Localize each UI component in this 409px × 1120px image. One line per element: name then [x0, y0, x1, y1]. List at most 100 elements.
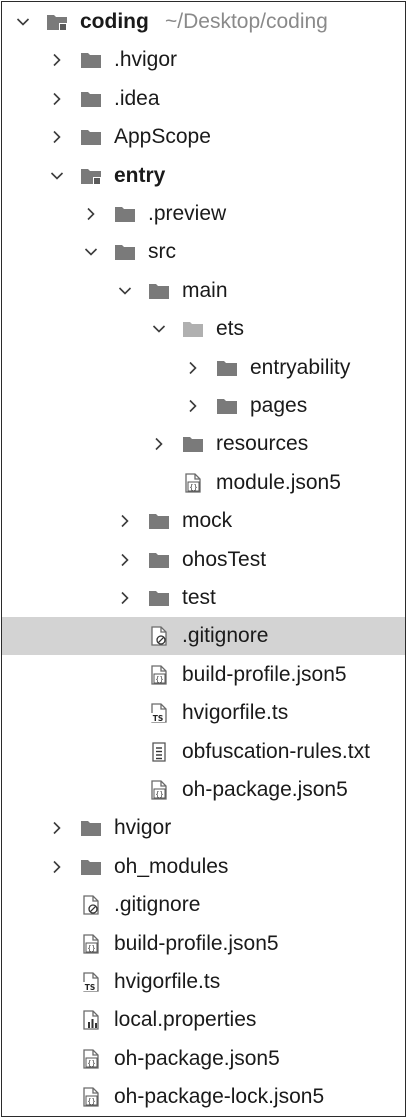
chevron-down-icon[interactable]	[16, 15, 30, 29]
svg-text:TS: TS	[85, 983, 96, 992]
svg-text:{}: {}	[155, 675, 163, 683]
typescript-file-icon: TS	[148, 703, 170, 723]
folder-icon	[80, 857, 102, 877]
svg-text:{}: {}	[87, 1098, 95, 1106]
tree-item-label: pages	[250, 394, 308, 417]
tree-item-label: .gitignore	[182, 624, 269, 648]
tree-file-row[interactable]: TS hvigorfile.ts	[2, 694, 405, 732]
tree-item-label: main	[182, 278, 228, 302]
tree-item-label: .gitignore	[114, 893, 201, 917]
json-file-icon: {}	[148, 665, 170, 685]
tree-file-row[interactable]: {} build-profile.json5	[2, 925, 405, 963]
json-file-icon: {}	[80, 1049, 102, 1069]
json-file-icon: {}	[80, 1087, 102, 1107]
folder-icon	[216, 358, 238, 378]
tree-file-row[interactable]: .gitignore	[2, 617, 405, 656]
chevron-right-icon[interactable]	[50, 92, 64, 106]
tree-item-label: .hvigor	[114, 48, 178, 72]
tree-item-label: oh-package.json5	[182, 778, 348, 801]
folder-icon	[148, 281, 170, 301]
tree-file-row[interactable]: {} oh-package-lock.json5	[2, 1078, 405, 1116]
folder-icon	[80, 818, 102, 838]
chevron-right-icon[interactable]	[50, 821, 64, 835]
module-folder-icon	[80, 166, 102, 186]
tree-folder-row[interactable]: pages	[2, 387, 405, 425]
chevron-right-icon[interactable]	[50, 860, 64, 874]
chevron-right-icon[interactable]	[50, 53, 64, 67]
chevron-right-icon[interactable]	[186, 361, 200, 375]
properties-file-icon	[80, 1010, 102, 1031]
text-file-icon	[148, 741, 170, 762]
tree-folder-row[interactable]: .hvigor	[2, 41, 405, 79]
tree-item-label: src	[148, 240, 176, 264]
json-file-icon: {}	[148, 780, 170, 800]
tree-item-label: ets	[216, 317, 245, 341]
tree-file-row[interactable]: {} oh-package.json5	[2, 771, 405, 809]
tree-file-row[interactable]: obfuscation-rules.txt	[2, 733, 405, 771]
tree-file-row[interactable]: {}build-profile.json5	[2, 656, 405, 694]
tree-folder-row[interactable]: entry	[2, 157, 405, 195]
tree-folder-row[interactable]: .idea	[2, 80, 405, 118]
tree-folder-row[interactable]: coding~/Desktop/coding	[2, 3, 405, 41]
chevron-down-icon[interactable]	[84, 245, 98, 259]
chevron-down-icon[interactable]	[50, 169, 64, 183]
tree-folder-row[interactable]: resources	[2, 425, 405, 463]
json-file-icon: {}	[182, 473, 204, 493]
tree-item-label: obfuscation-rules.txt	[182, 739, 370, 763]
module-folder-icon	[46, 12, 68, 32]
folder-icon	[182, 434, 204, 454]
tree-folder-row[interactable]: ohosTest	[2, 541, 405, 579]
tree-folder-row[interactable]: .preview	[2, 195, 405, 233]
svg-text:{}: {}	[189, 483, 197, 491]
folder-icon	[216, 396, 238, 416]
tree-item-label: build-profile.json5	[114, 931, 279, 955]
gitignore-file-icon	[148, 626, 170, 647]
gitignore-file-icon	[80, 895, 102, 915]
chevron-down-icon[interactable]	[118, 284, 132, 298]
folder-icon	[80, 127, 102, 147]
folder-icon	[114, 242, 136, 262]
tree-item-label: .preview	[148, 202, 227, 225]
tree-item-label: oh-package.json5	[114, 1046, 280, 1070]
tree-file-row[interactable]: .gitignore	[2, 886, 405, 924]
tree-file-row[interactable]: local.properties	[2, 1001, 405, 1039]
source-folder-icon	[182, 319, 204, 339]
folder-icon	[148, 511, 170, 531]
tree-folder-row[interactable]: test	[2, 579, 405, 617]
tree-item-label: AppScope	[114, 125, 211, 149]
chevron-right-icon[interactable]	[152, 437, 166, 451]
chevron-right-icon[interactable]	[50, 130, 64, 144]
tree-folder-row[interactable]: mock	[2, 502, 405, 540]
tree-folder-row[interactable]: src	[2, 233, 405, 271]
chevron-down-icon[interactable]	[152, 322, 166, 336]
tree-item-label: oh-package-lock.json5	[114, 1085, 325, 1109]
typescript-file-icon: TS	[80, 972, 102, 992]
chevron-right-icon[interactable]	[118, 591, 132, 605]
tree-folder-row[interactable]: ets	[2, 310, 405, 348]
tree-folder-row[interactable]: AppScope	[2, 118, 405, 156]
tree-item-label: local.properties	[114, 1008, 257, 1032]
tree-item-label: test	[182, 586, 216, 609]
tree-file-row[interactable]: {} oh-package.json5	[2, 1040, 405, 1078]
chevron-right-icon[interactable]	[84, 207, 98, 221]
folder-icon	[80, 89, 102, 109]
chevron-right-icon[interactable]	[118, 514, 132, 528]
folder-icon	[80, 50, 102, 70]
tree-item-label: entry	[114, 163, 166, 187]
tree-item-label: module.json5	[216, 470, 341, 494]
chevron-right-icon[interactable]	[186, 399, 200, 413]
chevron-right-icon[interactable]	[118, 553, 132, 567]
svg-text:{}: {}	[155, 791, 163, 799]
tree-folder-row[interactable]: oh_modules	[2, 848, 405, 886]
json-file-icon: {}	[80, 933, 102, 954]
svg-text:{}: {}	[87, 1059, 95, 1067]
tree-item-label: oh_modules	[114, 854, 229, 878]
tree-item-label: coding	[80, 10, 149, 33]
tree-item-label: hvigorfile.ts	[182, 701, 289, 725]
tree-item-label: .idea	[114, 86, 160, 110]
tree-folder-row[interactable]: main	[2, 272, 405, 310]
tree-file-row[interactable]: {} module.json5	[2, 464, 405, 502]
tree-folder-row[interactable]: hvigor	[2, 809, 405, 847]
tree-folder-row[interactable]: entryability	[2, 349, 405, 387]
